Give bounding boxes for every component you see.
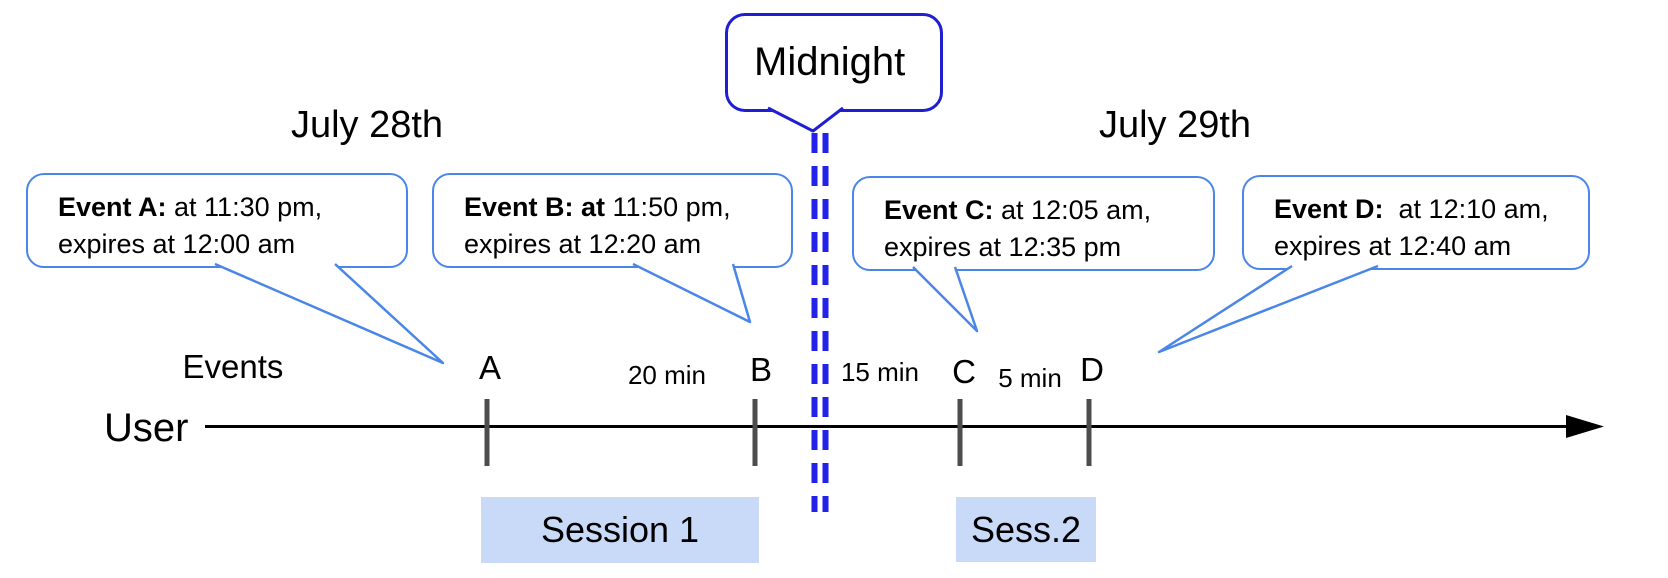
interval-a-b: 20 min	[627, 360, 707, 390]
callout-event-a-time: at 11:30 pm,	[166, 192, 323, 222]
date-july-28: July 28th	[290, 104, 444, 146]
callout-event-a-line2: expires at 12:00 am	[58, 229, 296, 259]
event-mark-a: A	[478, 349, 501, 386]
events-axis-label: Events	[182, 348, 284, 385]
callout-event-c-line1: Event C: at 12:05 am,	[884, 192, 1213, 229]
callout-event-c-time: at 12:05 am,	[993, 195, 1152, 225]
callout-event-d-line2: expires at 12:40 am	[1274, 231, 1512, 261]
callout-event-c-line2: expires at 12:35 pm	[884, 232, 1122, 262]
session-2-label: Sess.2	[970, 508, 1082, 550]
callout-event-b-time: 11:50 pm,	[605, 192, 731, 222]
date-july-29: July 29th	[1098, 104, 1252, 146]
session-1-label: Session 1	[540, 509, 700, 550]
callout-event-d: Event D: at 12:10 am, expires at 12:40 a…	[1242, 175, 1590, 270]
callout-event-a-title: Event A:	[58, 192, 167, 222]
callout-event-c-pointer	[912, 266, 979, 333]
midnight-callout: Midnight	[725, 13, 943, 112]
callout-event-a-line1: Event A: at 11:30 pm,	[58, 189, 406, 226]
interval-c-d: 5 min	[998, 363, 1062, 393]
callout-event-d-line1: Event D: at 12:10 am,	[1274, 191, 1588, 228]
event-mark-b: B	[749, 351, 772, 388]
session-1-box: Session 1	[481, 497, 759, 563]
interval-b-c: 15 min	[840, 357, 920, 387]
event-mark-d: D	[1080, 351, 1104, 388]
callout-event-c: Event C: at 12:05 am, expires at 12:35 p…	[852, 176, 1215, 271]
callout-event-b-title: Event B: at	[464, 192, 606, 222]
callout-event-d-time: at 12:10 am,	[1383, 194, 1549, 224]
callout-event-a: Event A: at 11:30 pm, expires at 12:00 a…	[26, 173, 408, 268]
session-2-box: Sess.2	[956, 497, 1096, 562]
callout-event-b-line2: expires at 12:20 am	[464, 229, 702, 259]
callout-event-b: Event B: at 11:50 pm, expires at 12:20 a…	[432, 173, 793, 268]
callout-event-d-title: Event D:	[1274, 194, 1384, 224]
callout-event-c-title: Event C:	[884, 195, 994, 225]
event-mark-c: C	[952, 353, 976, 390]
midnight-label: Midnight	[754, 40, 906, 84]
callout-event-b-line1: Event B: at 11:50 pm,	[464, 189, 791, 226]
user-axis-label: User	[104, 406, 189, 450]
callout-event-d-pointer	[1157, 264, 1379, 354]
timeline-arrowhead-icon	[1566, 415, 1604, 438]
callout-event-b-pointer	[632, 262, 752, 324]
